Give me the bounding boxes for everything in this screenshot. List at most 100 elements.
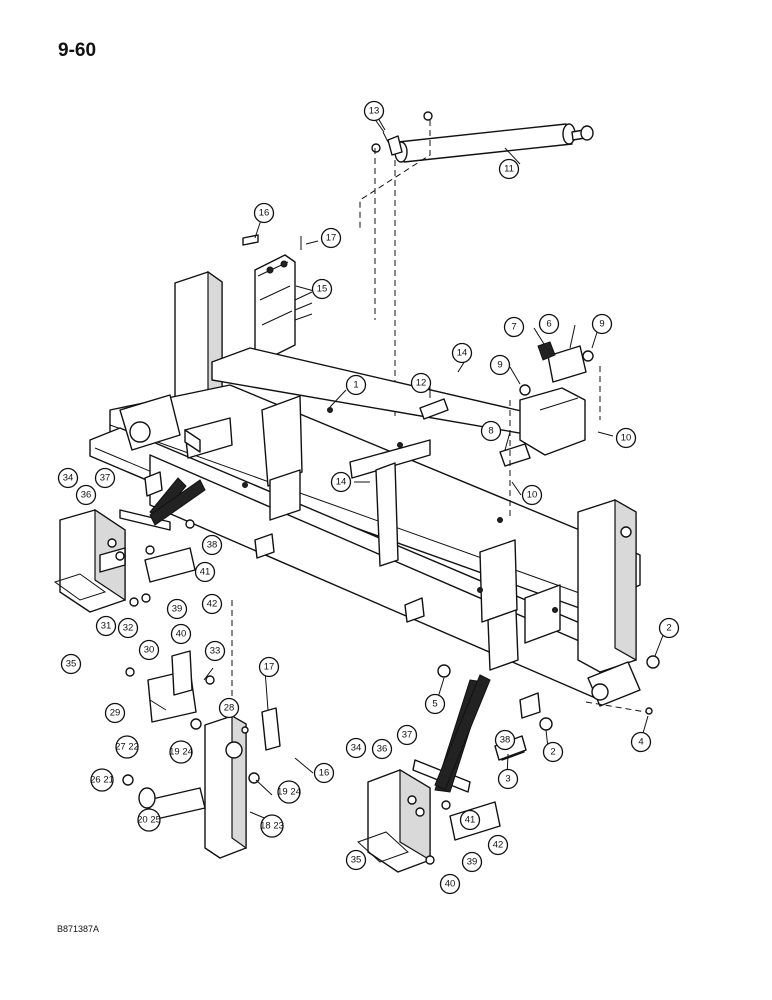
callout-label: 35 xyxy=(66,659,77,670)
callout-37b: 37 xyxy=(396,724,418,746)
callout-label: 13 xyxy=(369,106,380,117)
callout-9a: 9 xyxy=(591,313,613,335)
callout-40a: 40 xyxy=(170,623,192,645)
callout-5: 5 xyxy=(424,693,446,715)
callout-36a: 36 xyxy=(75,484,97,506)
callout-35b: 35 xyxy=(345,849,367,871)
callout-label: 34 xyxy=(351,743,362,754)
callout-32: 32 xyxy=(117,617,139,639)
callout-37a: 37 xyxy=(94,467,116,489)
callout-label: 1 xyxy=(353,380,358,391)
callout-label: 39 xyxy=(172,604,183,615)
callout-18-23: 18 23 xyxy=(260,814,284,838)
callout-39b: 39 xyxy=(461,851,483,873)
callout-42a: 42 xyxy=(201,593,223,615)
callout-4: 4 xyxy=(630,731,652,753)
callout-7: 7 xyxy=(503,316,525,338)
callout-label: 10 xyxy=(527,490,538,501)
page-number: 9-60 xyxy=(58,40,97,61)
callout-2a: 2 xyxy=(658,617,680,639)
callout-label: 34 xyxy=(63,473,74,484)
callout-10a: 10 xyxy=(615,427,637,449)
callout-8: 8 xyxy=(480,420,502,442)
hydraulic-cylinder xyxy=(371,111,594,163)
callout-9b: 9 xyxy=(489,354,511,376)
callout-label: 16 xyxy=(319,768,330,779)
callout-label: 30 xyxy=(144,645,155,656)
callout-label: 31 xyxy=(101,621,112,632)
callout-label: 40 xyxy=(176,629,187,640)
callout-14b: 14 xyxy=(330,471,352,493)
sensor-bracket xyxy=(242,234,313,361)
callout-40b: 40 xyxy=(439,873,461,895)
callout-label: 20 25 xyxy=(137,815,161,826)
callout-6: 6 xyxy=(538,313,560,335)
callout-label: 29 xyxy=(110,708,121,719)
callout-label: 17 xyxy=(264,662,275,673)
callout-28: 28 xyxy=(218,697,240,719)
callout-label: 38 xyxy=(500,735,511,746)
main-frame xyxy=(89,270,641,719)
direction-arrows xyxy=(149,479,491,791)
callout-41a: 41 xyxy=(194,561,216,583)
pivot-clevis xyxy=(419,341,601,520)
callout-label: 27 22 xyxy=(115,742,139,753)
callout-label: 8 xyxy=(488,426,493,437)
callout-label: 12 xyxy=(416,378,427,389)
callout-label: 14 xyxy=(336,477,347,488)
callout-label: 17 xyxy=(326,233,337,244)
callout-label: 39 xyxy=(467,857,478,868)
callout-38a: 38 xyxy=(201,534,223,556)
callout-13: 13 xyxy=(363,100,385,122)
leader-lines xyxy=(149,117,666,823)
figure-code: B871387A xyxy=(57,924,100,934)
gauge-wheel-arm xyxy=(122,600,281,859)
callout-label: 42 xyxy=(493,840,504,851)
callout-label: 28 xyxy=(224,703,235,714)
callout-label: 14 xyxy=(457,348,468,359)
callout-label: 15 xyxy=(317,284,328,295)
callout-29: 29 xyxy=(104,702,126,724)
callout-20-25: 20 25 xyxy=(137,808,161,832)
callout-label: 38 xyxy=(207,540,218,551)
callout-3: 3 xyxy=(497,768,519,790)
callout-42b: 42 xyxy=(487,834,509,856)
callout-label: 7 xyxy=(511,322,516,333)
callout-label: 16 xyxy=(259,208,270,219)
callout-label: 42 xyxy=(207,599,218,610)
callout-label: 36 xyxy=(377,744,388,755)
callout-label: 9 xyxy=(497,360,502,371)
callout-15: 15 xyxy=(311,278,333,300)
callout-label: 40 xyxy=(445,879,456,890)
callout-19-24a: 19 24 xyxy=(169,740,193,764)
callout-label: 19 24 xyxy=(277,787,301,798)
callout-35a: 35 xyxy=(60,653,82,675)
callout-2b: 2 xyxy=(542,741,564,763)
callout-label: 32 xyxy=(123,623,134,634)
callout-label: 33 xyxy=(210,646,221,657)
callout-label: 10 xyxy=(621,433,632,444)
callout-label: 4 xyxy=(638,737,643,748)
callout-label: 37 xyxy=(402,730,413,741)
callout-19-24b: 19 24 xyxy=(277,780,301,804)
callout-label: 36 xyxy=(81,490,92,501)
callout-label: 35 xyxy=(351,855,362,866)
callout-17a: 17 xyxy=(320,227,342,249)
callout-1: 1 xyxy=(345,374,367,396)
callout-34b: 34 xyxy=(345,737,367,759)
callout-label: 2 xyxy=(550,747,555,758)
callout-12: 12 xyxy=(410,372,432,394)
callout-label: 26 21 xyxy=(90,775,114,786)
callout-label: 11 xyxy=(504,164,514,175)
callout-27-22: 27 22 xyxy=(115,735,139,759)
callout-31: 31 xyxy=(95,615,117,637)
callout-label: 19 24 xyxy=(169,747,193,758)
callout-26-21: 26 21 xyxy=(90,768,114,792)
callout-label: 41 xyxy=(465,815,476,826)
callout-36b: 36 xyxy=(371,738,393,760)
callout-41b: 41 xyxy=(459,809,481,831)
callout-label: 6 xyxy=(546,319,551,330)
callout-11: 11 xyxy=(498,158,520,180)
